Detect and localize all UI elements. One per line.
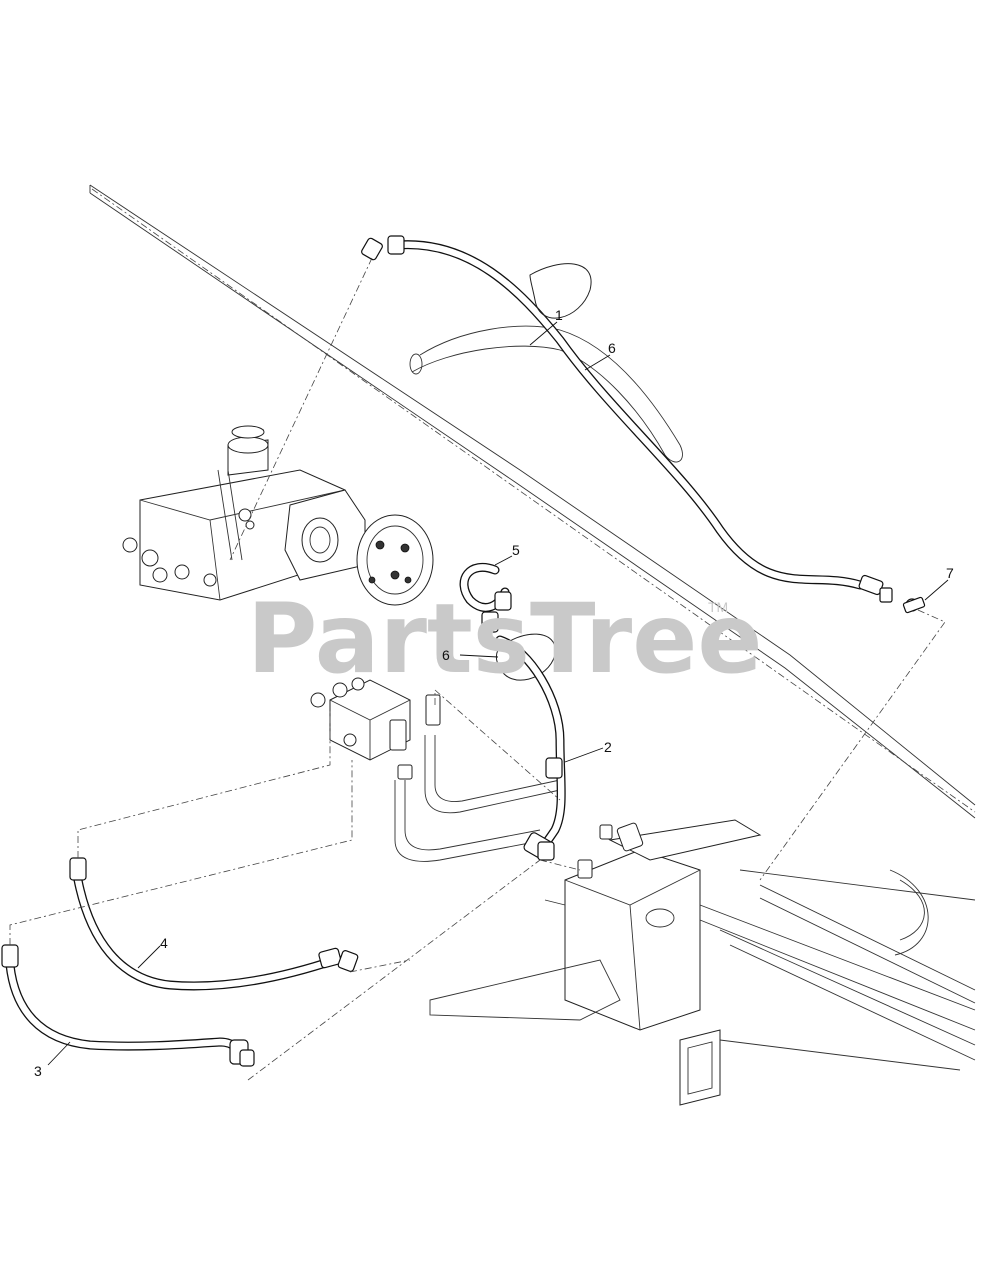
callout-1: 1: [529, 307, 563, 346]
callout-6-upper: 6: [584, 340, 616, 371]
callout-6-lower: 6: [442, 647, 499, 663]
callout-label-6-lower: 6: [442, 647, 450, 663]
mounting-frame: [429, 819, 976, 1106]
tie-strap-6-upper: [529, 263, 592, 319]
callout-7: 7: [924, 565, 954, 601]
clamp-7: [902, 596, 926, 614]
cross-fittings: [577, 822, 976, 1004]
lower-lines: [394, 735, 561, 862]
callout-3: 3: [34, 1041, 71, 1079]
callout-label-2: 2: [604, 739, 612, 755]
hose-4: [69, 857, 359, 991]
connection-lines: [9, 257, 946, 1081]
watermark-trademark: TM: [708, 599, 728, 615]
callout-5: 5: [494, 542, 520, 566]
callout-2: 2: [564, 739, 612, 763]
valve-block: [310, 677, 441, 780]
watermark: PartsTree TM: [247, 583, 762, 695]
hydraulic-tank-hose: [409, 325, 683, 463]
hose-2: [495, 635, 566, 861]
hydraulic-pump: [122, 425, 434, 606]
callout-label-7: 7: [946, 565, 954, 581]
callout-4: 4: [137, 935, 168, 969]
watermark-text: PartsTree: [247, 583, 762, 695]
callout-label-1: 1: [555, 307, 563, 323]
frame-tube: [89, 184, 976, 819]
hose-3: [1, 944, 255, 1067]
callout-label-4: 4: [160, 935, 168, 951]
callout-label-6-upper: 6: [608, 340, 616, 356]
callout-label-3: 3: [34, 1063, 42, 1079]
callout-label-5: 5: [512, 542, 520, 558]
hose-5: [459, 562, 512, 633]
hose-1: [361, 235, 893, 603]
